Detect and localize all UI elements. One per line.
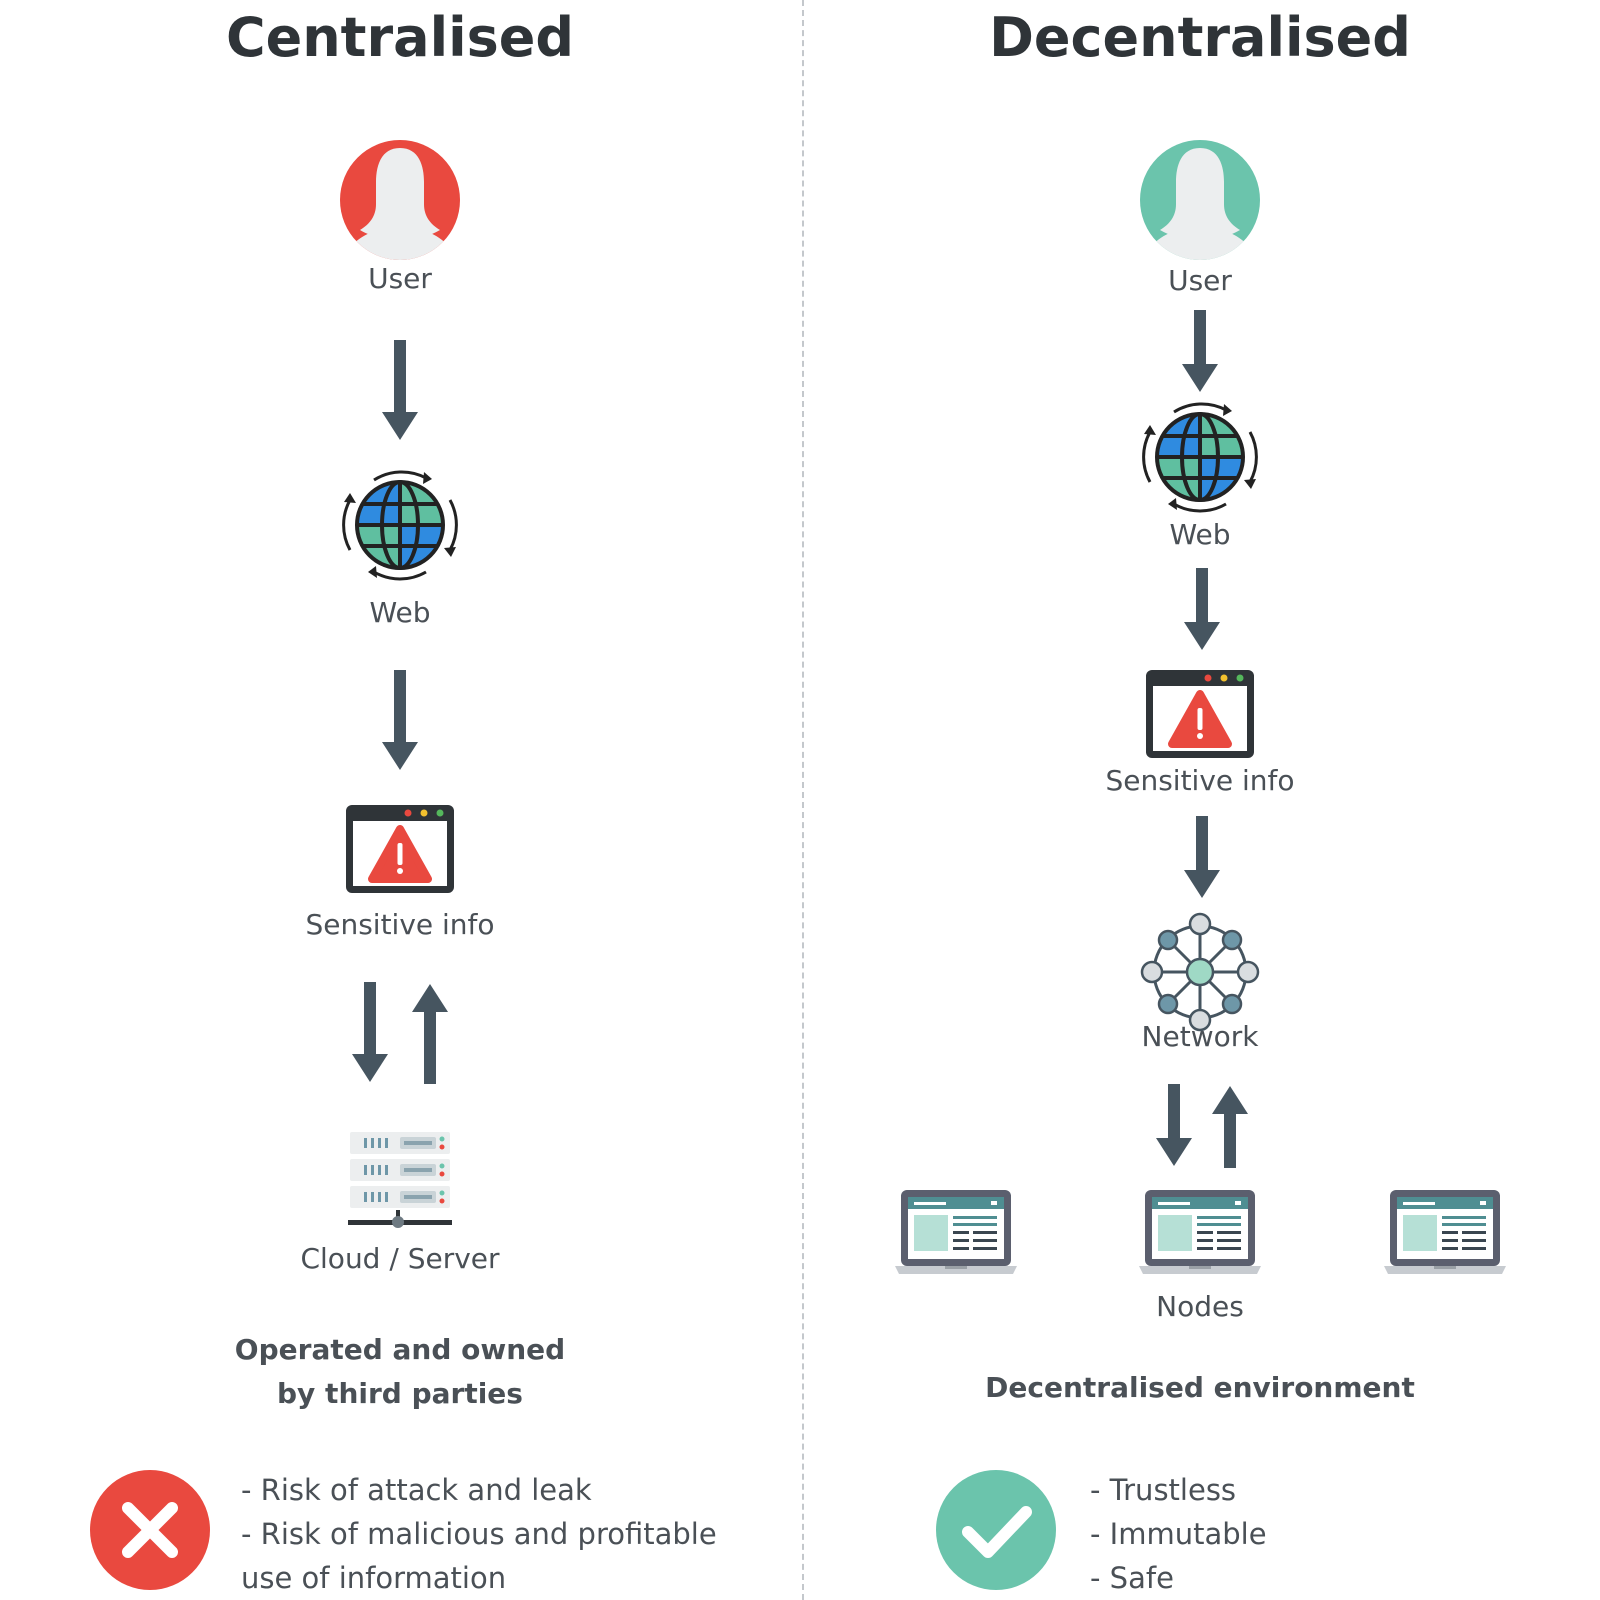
decentralised-title: Decentralised (989, 6, 1411, 69)
centralised-user-label: User (368, 262, 432, 295)
arrow-down-icon (1184, 816, 1220, 898)
centralised-sensitive-label: Sensitive info (305, 908, 495, 941)
centralised-summary-line1: Operated and owned (234, 1333, 566, 1366)
arrow-up-icon (412, 984, 448, 1084)
arrow-down-icon (1182, 310, 1218, 392)
centralised-points: - Risk of attack and leak - Risk of mali… (241, 1468, 717, 1600)
center-divider (802, 0, 804, 1600)
laptop-node-icon (1139, 1190, 1261, 1274)
decentralised-user-label: User (1168, 264, 1232, 297)
decentralised-summary: Decentralised environment (985, 1371, 1415, 1404)
cross-icon (90, 1470, 210, 1590)
centralised-point: use of information (241, 1561, 507, 1595)
user-avatar-red-icon (340, 140, 460, 260)
decentralised-sensitive-label: Sensitive info (1105, 764, 1295, 797)
decentralised-point: - Safe (1090, 1561, 1174, 1595)
globe-icon (1142, 402, 1258, 513)
laptop-node-icon (1384, 1190, 1506, 1274)
arrow-up-icon (1212, 1086, 1248, 1168)
arrow-down-icon (1156, 1084, 1192, 1166)
centralised-summary-line2: by third parties (277, 1377, 523, 1410)
decentralised-point: - Immutable (1090, 1517, 1267, 1551)
server-label: Cloud / Server (300, 1242, 500, 1275)
warning-window-icon (346, 805, 454, 893)
network-label: Network (1141, 1020, 1259, 1053)
arrow-down-icon (1184, 568, 1220, 650)
globe-icon (342, 470, 458, 581)
decentralised-points: - Trustless - Immutable - Safe (1090, 1468, 1267, 1600)
network-icon (1140, 912, 1260, 1032)
laptop-node-icon (895, 1190, 1017, 1274)
centralised-title: Centralised (225, 6, 575, 69)
decentralised-web-label: Web (1169, 518, 1231, 551)
centralised-point: - Risk of malicious and profitable (241, 1517, 717, 1551)
nodes-label: Nodes (1156, 1290, 1244, 1323)
centralised-web-label: Web (369, 596, 431, 629)
arrow-down-icon (352, 982, 388, 1082)
arrow-down-icon (382, 670, 418, 770)
user-avatar-teal-icon (1140, 140, 1260, 260)
warning-window-icon (1146, 670, 1254, 758)
centralised-point: - Risk of attack and leak (241, 1473, 592, 1507)
check-icon (936, 1470, 1056, 1590)
server-icon (348, 1132, 452, 1228)
centralised-summary: Operated and owned by third parties (235, 1328, 565, 1416)
decentralised-point: - Trustless (1090, 1473, 1237, 1507)
arrow-down-icon (382, 340, 418, 440)
